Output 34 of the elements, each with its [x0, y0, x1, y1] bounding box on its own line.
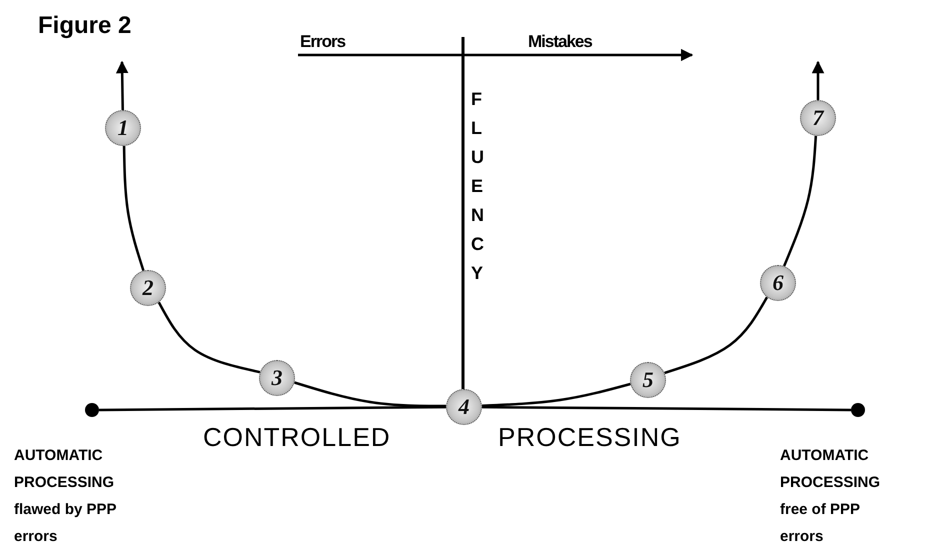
numbered-circle	[130, 270, 166, 306]
curve-line	[664, 296, 768, 374]
numbered-circle	[446, 389, 482, 425]
circle-number: 3	[272, 365, 282, 391]
end-dot	[851, 403, 865, 417]
end-caption: AUTOMATIC PROCESSING flawed by PPP errors	[14, 446, 118, 547]
arrow	[812, 60, 824, 100]
curve-line	[782, 136, 818, 267]
axis-label: Mistakes	[528, 32, 592, 52]
curve-line	[482, 382, 631, 407]
numbered-circle	[760, 265, 796, 301]
arrow	[116, 60, 128, 110]
curve-line	[122, 146, 145, 271]
numbered-circle	[259, 360, 295, 396]
curve-line	[294, 381, 446, 408]
curve-line	[158, 302, 260, 374]
curve-line	[98, 406, 446, 412]
numbered-circle	[630, 362, 666, 398]
circle-number: 5	[642, 367, 654, 393]
figure-title: Figure 2	[38, 12, 132, 40]
circle-number: 6	[772, 270, 784, 296]
vertical-axis-label: FLUENCY	[471, 88, 485, 285]
circle-number: 1	[118, 115, 128, 141]
circle-number: 2	[142, 275, 154, 301]
circle-number: 4	[458, 394, 470, 420]
curve-line	[482, 406, 851, 412]
numbered-circle	[800, 100, 836, 136]
axis-label: PROCESSING	[498, 422, 682, 453]
axis-label: Errors	[300, 32, 346, 52]
circle-number: 7	[812, 105, 824, 131]
end-caption: AUTOMATIC PROCESSING free of PPP errors	[780, 446, 882, 547]
numbered-circle	[105, 110, 141, 146]
end-dot	[85, 403, 99, 417]
axis-label: CONTROLLED	[203, 422, 391, 453]
